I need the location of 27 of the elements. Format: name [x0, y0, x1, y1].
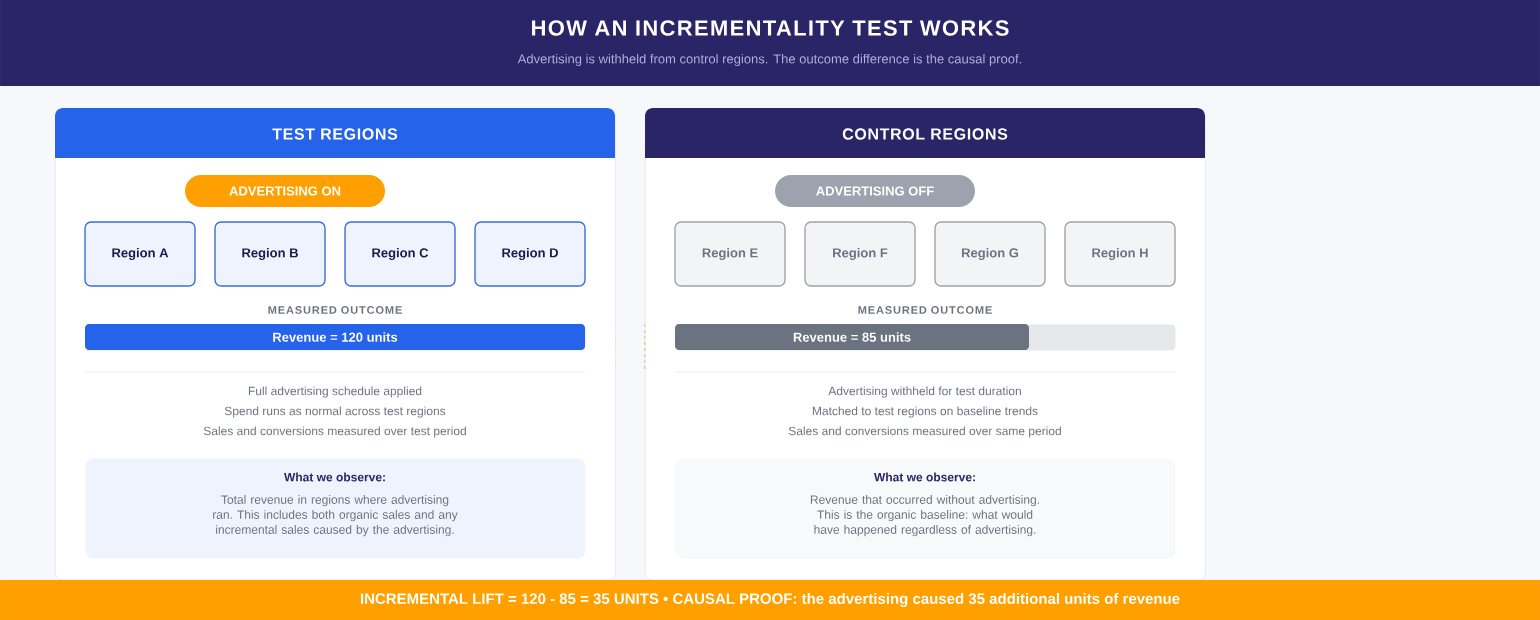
bullet-text: Advertising withheld for test duration [828, 386, 1021, 398]
bullet-text: Spend runs as normal across test regions [224, 406, 446, 418]
revenue-bar: Revenue = 120 units [85, 324, 586, 351]
region-box: Region H [1064, 221, 1176, 287]
region-box: Region B [214, 221, 326, 287]
section-label: MEASURED OUTCOME [858, 306, 992, 314]
bullet-text: Sales and conversions measured over same period [788, 426, 1061, 438]
bullet-text: Matched to test regions on baseline trends [812, 406, 1038, 418]
observation-box: What we observe: Total revenue in regions where advertising ran. This includes both organic sales and any incremental sales caused by the advertising. [85, 458, 586, 559]
panel-header: CONTROL REGIONS [645, 108, 1205, 158]
panel-header: TEST REGIONS [55, 108, 615, 158]
region-box: Region D [474, 221, 586, 287]
region-box: Region E [674, 221, 786, 287]
observation-box: What we observe: Revenue that occurred without advertising. This is the organic baseline: what would have happened regardless of advertising. [675, 458, 1176, 559]
bullet-text: Sales and conversions measured over test period [203, 426, 466, 438]
status-pill: ADVERTISING ON [185, 175, 385, 207]
region-box: Region A [84, 221, 196, 287]
status-pill: ADVERTISING OFF [775, 175, 975, 207]
bullet-text: Full advertising schedule applied [248, 386, 422, 398]
result-banner: INCREMENTAL LIFT = 120 - 85 = 35 UNITS • CAUSAL PROOF: the advertising caused 35 additional units of revenue [0, 580, 1540, 620]
region-box: Region F [804, 221, 916, 287]
region-box: Region C [344, 221, 456, 287]
section-label: MEASURED OUTCOME [268, 306, 402, 314]
subtitle: Advertising is withheld from control regions. The outcome difference is the causal proof. [517, 53, 1022, 67]
region-box: Region G [934, 221, 1046, 287]
revenue-bar: Revenue = 85 units [675, 324, 1176, 351]
title: HOW AN INCREMENTALITY TEST WORKS [532, 20, 1009, 36]
